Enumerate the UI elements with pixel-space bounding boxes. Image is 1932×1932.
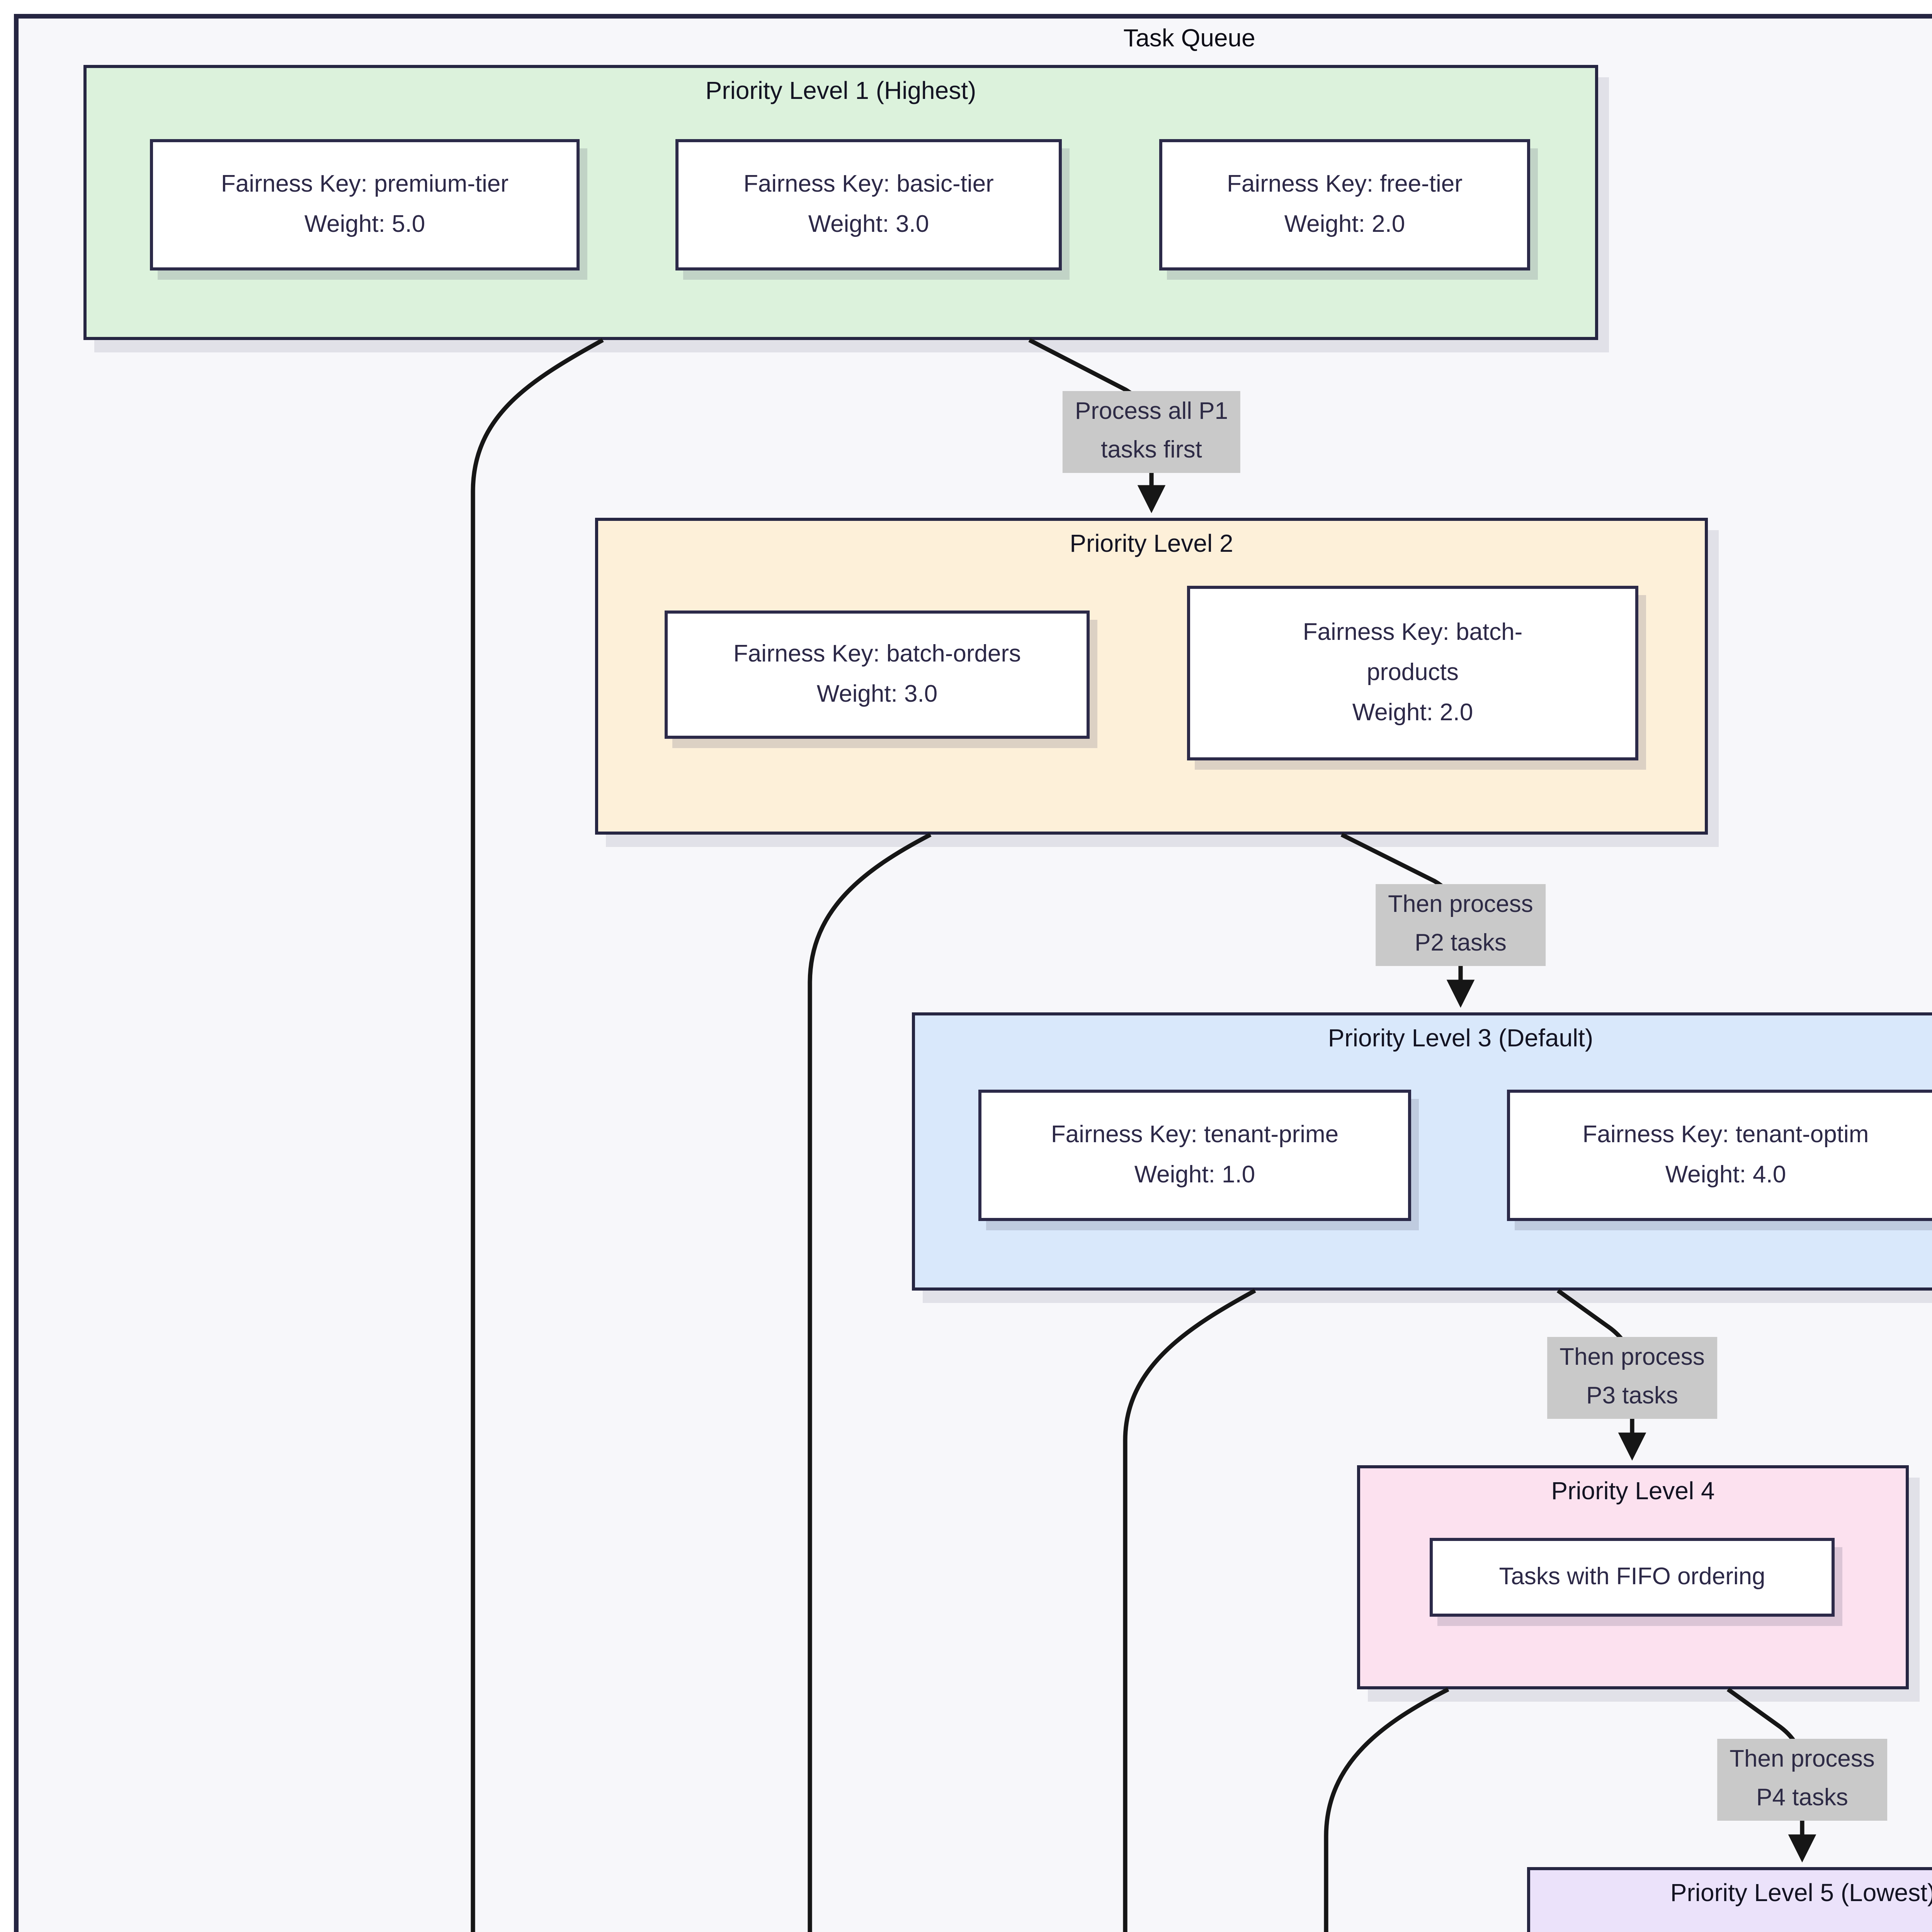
node-batch-products: Fairness Key: batch-products Weight: 2.0 xyxy=(1187,586,1638,760)
fifo-text: Tasks with FIFO ordering xyxy=(1499,1563,1765,1590)
edge-label-p2-p3: Then process P2 tasks xyxy=(1376,884,1546,966)
fairness-key-text: Fairness Key: tenant-prime xyxy=(1051,1121,1339,1148)
weight-text: Weight: 3.0 xyxy=(816,681,938,707)
node-tenant-prime: Fairness Key: tenant-prime Weight: 1.0 xyxy=(978,1090,1411,1221)
weight-text: Weight: 4.0 xyxy=(1665,1162,1786,1188)
weight-text: Weight: 1.0 xyxy=(1134,1162,1255,1188)
priority-level-2-title: Priority Level 2 xyxy=(1070,532,1233,558)
edge-label-line: P4 tasks xyxy=(1756,1785,1848,1811)
fairness-key-text: Fairness Key: batch-products xyxy=(1303,619,1523,685)
node-free-tier: Fairness Key: free-tier Weight: 2.0 xyxy=(1159,139,1530,270)
edge-label-line: P2 tasks xyxy=(1415,930,1507,957)
edge-label-line: Process all P1 xyxy=(1075,399,1228,425)
fairness-key-text: Fairness Key: free-tier xyxy=(1227,171,1463,197)
edge-label-p1-p2: Process all P1 tasks first xyxy=(1062,391,1241,473)
fairness-key-text: Fairness Key: premium-tier xyxy=(221,171,509,197)
edge-label-line: Then process xyxy=(1560,1345,1705,1371)
node-basic-tier: Fairness Key: basic-tier Weight: 3.0 xyxy=(675,139,1062,270)
node-tenant-optim: Fairness Key: tenant-optim Weight: 4.0 xyxy=(1507,1090,1932,1221)
priority-level-1-title: Priority Level 1 (Highest) xyxy=(705,79,976,105)
edge-label-line: Then process xyxy=(1388,892,1533,918)
priority-level-5-title: Priority Level 5 (Lowest) xyxy=(1670,1881,1932,1907)
priority-level-3-title: Priority Level 3 (Default) xyxy=(1328,1026,1594,1053)
edge-label-line: tasks first xyxy=(1101,437,1202,464)
node-p4-fifo: Tasks with FIFO ordering xyxy=(1430,1538,1835,1617)
edge-label-p3-p4: Then process P3 tasks xyxy=(1547,1337,1717,1419)
node-premium-tier: Fairness Key: premium-tier Weight: 5.0 xyxy=(150,139,580,270)
fairness-key-text: Fairness Key: basic-tier xyxy=(743,171,994,197)
fairness-key-text: Fairness Key: tenant-optim xyxy=(1582,1121,1869,1148)
task-queue-title: Task Queue xyxy=(1123,26,1255,53)
edge-label-p4-p5: Then process P4 tasks xyxy=(1717,1739,1887,1821)
weight-text: Weight: 2.0 xyxy=(1284,211,1405,237)
weight-text: Weight: 3.0 xyxy=(808,211,929,237)
edge-label-line: P3 tasks xyxy=(1586,1383,1678,1410)
edge-label-line: Then process xyxy=(1730,1747,1875,1773)
priority-level-4-title: Priority Level 4 xyxy=(1551,1479,1715,1505)
weight-text: Weight: 2.0 xyxy=(1352,699,1473,726)
weight-text: Weight: 5.0 xyxy=(304,211,425,237)
node-batch-orders: Fairness Key: batch-orders Weight: 3.0 xyxy=(665,611,1090,739)
priority-level-5-group: Priority Level 5 (Lowest) xyxy=(1527,1867,1932,1932)
fairness-key-text: Fairness Key: batch-orders xyxy=(733,641,1021,667)
